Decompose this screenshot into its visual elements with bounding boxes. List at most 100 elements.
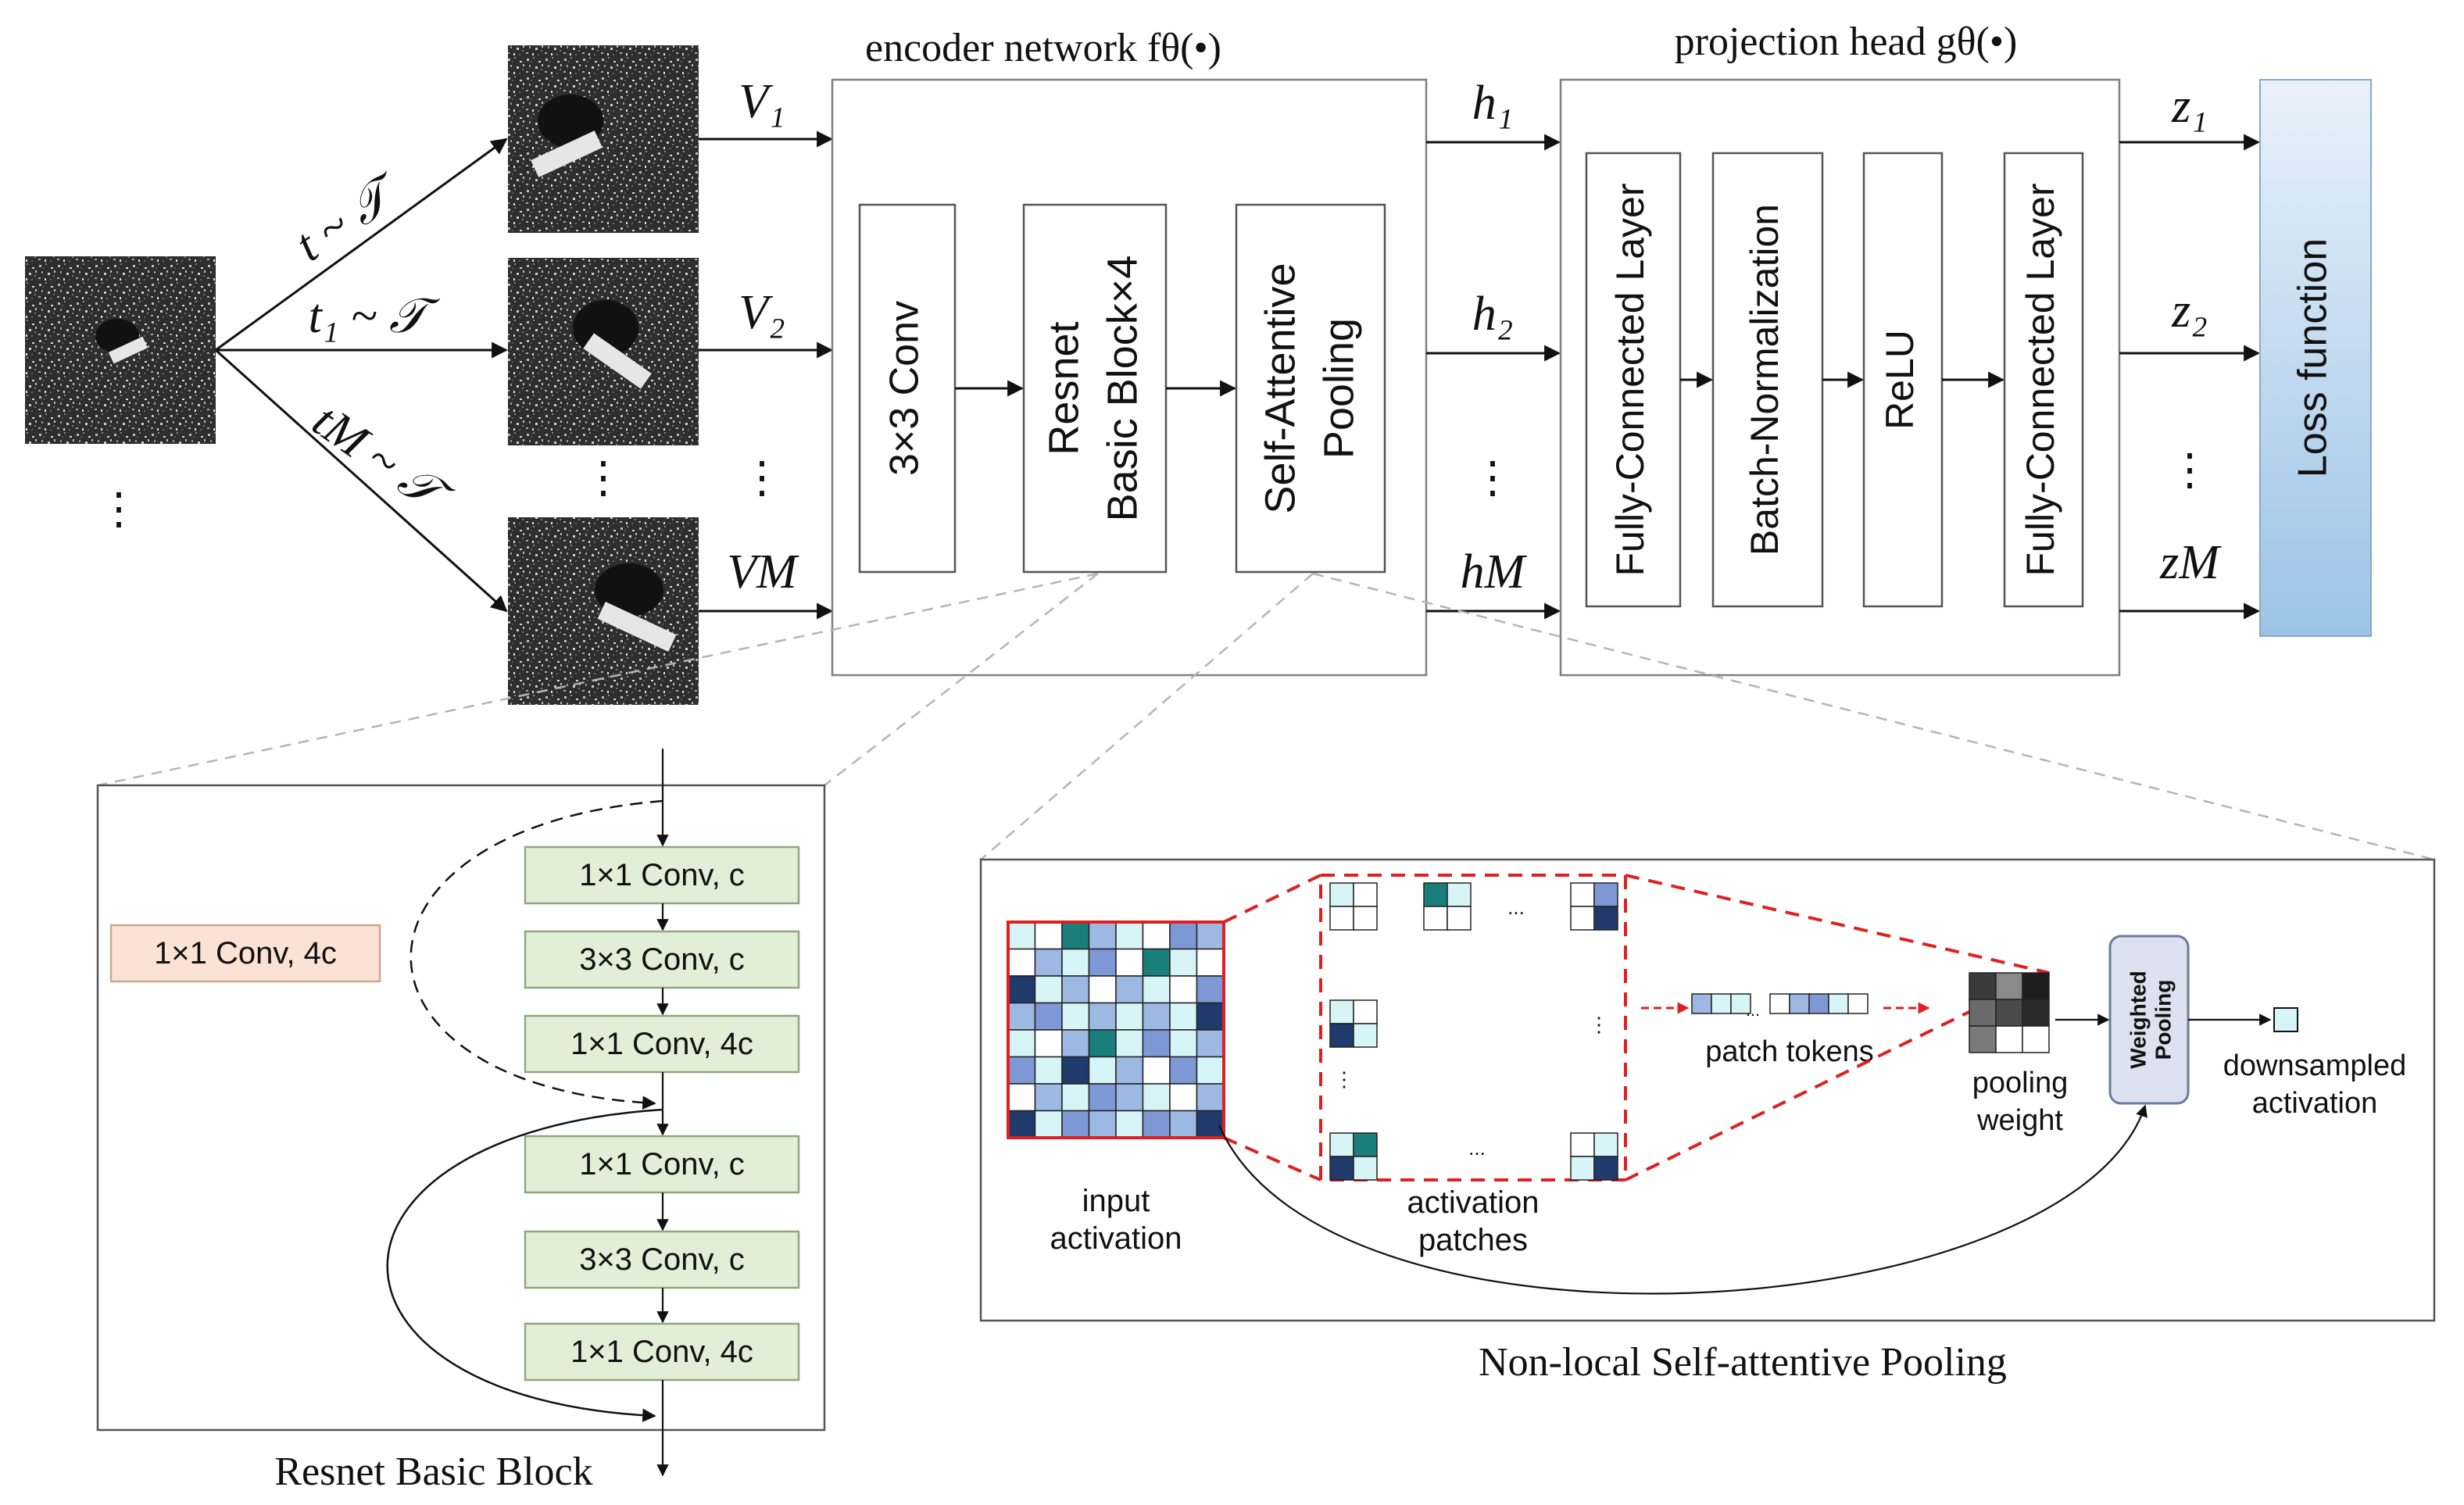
input-label-2: activation [1050,1221,1182,1256]
resnet-layer-2-label: 3×3 Conv, c [579,942,745,977]
projection-title: projection head gθ(•) [1675,20,2018,64]
input-cell [1196,975,1225,1004]
input-cell [1196,1002,1225,1031]
resnet-layer-4-label: 1×1 Conv, c [579,1147,745,1181]
patch-cell [1329,1023,1354,1048]
augmented-view-1 [508,45,699,233]
loss-function-label: Loss function [2291,238,2336,477]
zoom-line-resnet-right [824,573,1099,786]
input-cell [1034,948,1063,977]
pooling-caption: Non-local Self-attentive Pooling [1479,1340,2007,1385]
input-cell [1169,1029,1198,1058]
input-cell [1007,1029,1036,1058]
input-cell [1142,1083,1171,1112]
input-cell [1115,921,1144,950]
input-cell [1007,948,1036,977]
input-cell [1034,1110,1063,1139]
label-h1: h₁ [1472,77,1514,130]
input-cell [1169,1056,1198,1085]
pooling-label-2: Pooling [1315,318,1362,459]
pooling-weight-grid [1969,972,2050,1053]
patches-label-2: patches [1418,1223,1528,1257]
identity-skip-path [386,1108,663,1422]
input-cell [1034,921,1063,950]
input-cell [1115,975,1144,1004]
zoom-red-right-top [1625,874,2050,974]
input-cell [1088,1002,1117,1031]
weighted-pooling-label-1: Weighted [2126,971,2150,1068]
weight-cell [2022,1025,2050,1053]
fc-layer-2-block [2003,152,2084,608]
shortcut-dashed-path [409,799,663,1110]
resnet-layer-6 [524,1322,800,1382]
input-cell [1196,1029,1225,1058]
input-cell [1007,1002,1036,1031]
token-cell [1789,993,1810,1014]
input-cell [1196,1056,1225,1085]
relu-label: ReLU [1878,330,1922,430]
input-cell [1142,921,1171,950]
arrow-to-view-m [214,349,508,613]
patch-cell [1353,1132,1378,1157]
label-h2: h₂ [1472,288,1514,341]
label-z2: z₂ [2171,284,2208,338]
input-cell [1007,1083,1036,1112]
view-dots: ⋮ [581,452,625,502]
conv-3x3-block [858,203,957,574]
activation-patches-region [1319,874,1627,1181]
input-cell [1061,1110,1090,1139]
patch-cell [1423,882,1448,907]
input-cell [1088,1083,1117,1112]
input-cell [1034,1056,1063,1085]
input-cell [1115,1083,1144,1112]
downsampled-label-1: downsampled [2223,1049,2406,1082]
tokens-ellipsis: ... [1746,1000,1760,1020]
weight-cell [1969,999,1997,1027]
patch-cell [1593,906,1618,931]
patch-cell [1353,1023,1378,1048]
patch-cell [1593,1156,1618,1181]
augmented-view-m [508,517,699,705]
label-t-T: t ~ 𝒯 [286,163,412,272]
resnet-caption: Resnet Basic Block [274,1450,592,1494]
token-cell [1769,993,1790,1014]
input-cell [1115,1110,1144,1139]
v-dots: ⋮ [740,452,784,502]
label-z1: z₁ [2171,80,2208,133]
resnet-layer-1-label: 1×1 Conv, c [579,858,745,892]
zoom-line-pool-left [980,573,1314,860]
input-cell [1169,948,1198,977]
patch-cell [1570,1132,1595,1157]
downsampled-activation-cell [2273,1007,2298,1032]
token-cell [1847,993,1869,1014]
shortcut-conv-block [109,924,381,983]
input-cell [1007,921,1036,950]
resnet-layer-4 [524,1135,800,1194]
label-v2: V₂ [738,286,785,339]
patch-cell [1423,906,1448,931]
input-cell [1034,1083,1063,1112]
input-cell [1061,1083,1090,1112]
resnet-layer-1 [524,845,800,905]
weight-cell [1969,972,1997,1000]
downsampled-label-2: activation [2252,1087,2378,1120]
label-v1: V₁ [738,75,785,128]
input-cell [1169,1110,1198,1139]
input-cell [1142,1002,1171,1031]
resnet-label-1: Resnet [1040,321,1087,455]
h-dots: ⋮ [1471,452,1515,502]
patch-cell [1570,1156,1595,1181]
weight-cell [1995,1025,2023,1053]
input-to-pool-curve [1218,1104,2148,1295]
input-cell [1115,1056,1144,1085]
input-cell [1169,975,1198,1004]
input-cell [1061,948,1090,977]
input-cell [1007,1056,1036,1085]
patch-tokens-label: patch tokens [1705,1035,1873,1068]
input-cell [1088,948,1117,977]
pooling-weight-label-1: pooling [1972,1067,2069,1099]
patch-cell [1329,882,1354,907]
input-cell [1061,975,1090,1004]
resnet-layer-5 [524,1230,800,1289]
